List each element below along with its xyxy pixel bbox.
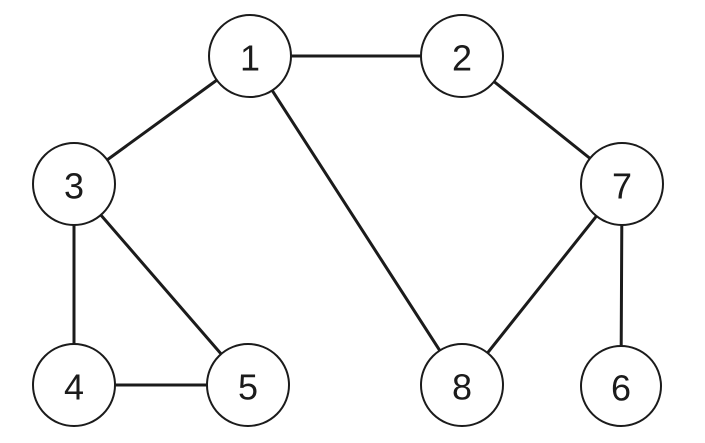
node-4-circle [32, 343, 116, 427]
node-6-circle [580, 345, 662, 427]
node-6-label: 6 [611, 368, 631, 409]
node-8-circle [420, 343, 504, 427]
node-1-label: 1 [240, 38, 260, 79]
node-3-label: 3 [64, 166, 84, 207]
graph-node-5: 5 [206, 343, 290, 427]
graph-nodes: 1 2 3 4 5 6 7 8 [32, 14, 664, 427]
node-8-label: 8 [452, 367, 472, 408]
node-7-label: 7 [612, 166, 632, 207]
node-5-circle [206, 343, 290, 427]
graph-node-8: 8 [420, 343, 504, 427]
graph-node-4: 4 [32, 343, 116, 427]
graph-node-3: 3 [32, 142, 116, 226]
graph-node-2: 2 [420, 14, 504, 98]
node-2-circle [420, 14, 504, 98]
edge-1-8 [248, 54, 464, 387]
node-1-circle [208, 14, 292, 98]
graph-node-7: 7 [580, 142, 664, 226]
edge-7-8 [460, 182, 624, 387]
node-5-label: 5 [238, 367, 258, 408]
node-7-circle [580, 142, 664, 226]
node-3-circle [32, 142, 116, 226]
node-2-label: 2 [452, 38, 472, 79]
node-4-label: 4 [64, 367, 84, 408]
graph-node-1: 1 [208, 14, 292, 98]
graph-edges [72, 54, 624, 388]
graph-node-6: 6 [580, 345, 662, 427]
edge-3-5 [72, 182, 250, 387]
